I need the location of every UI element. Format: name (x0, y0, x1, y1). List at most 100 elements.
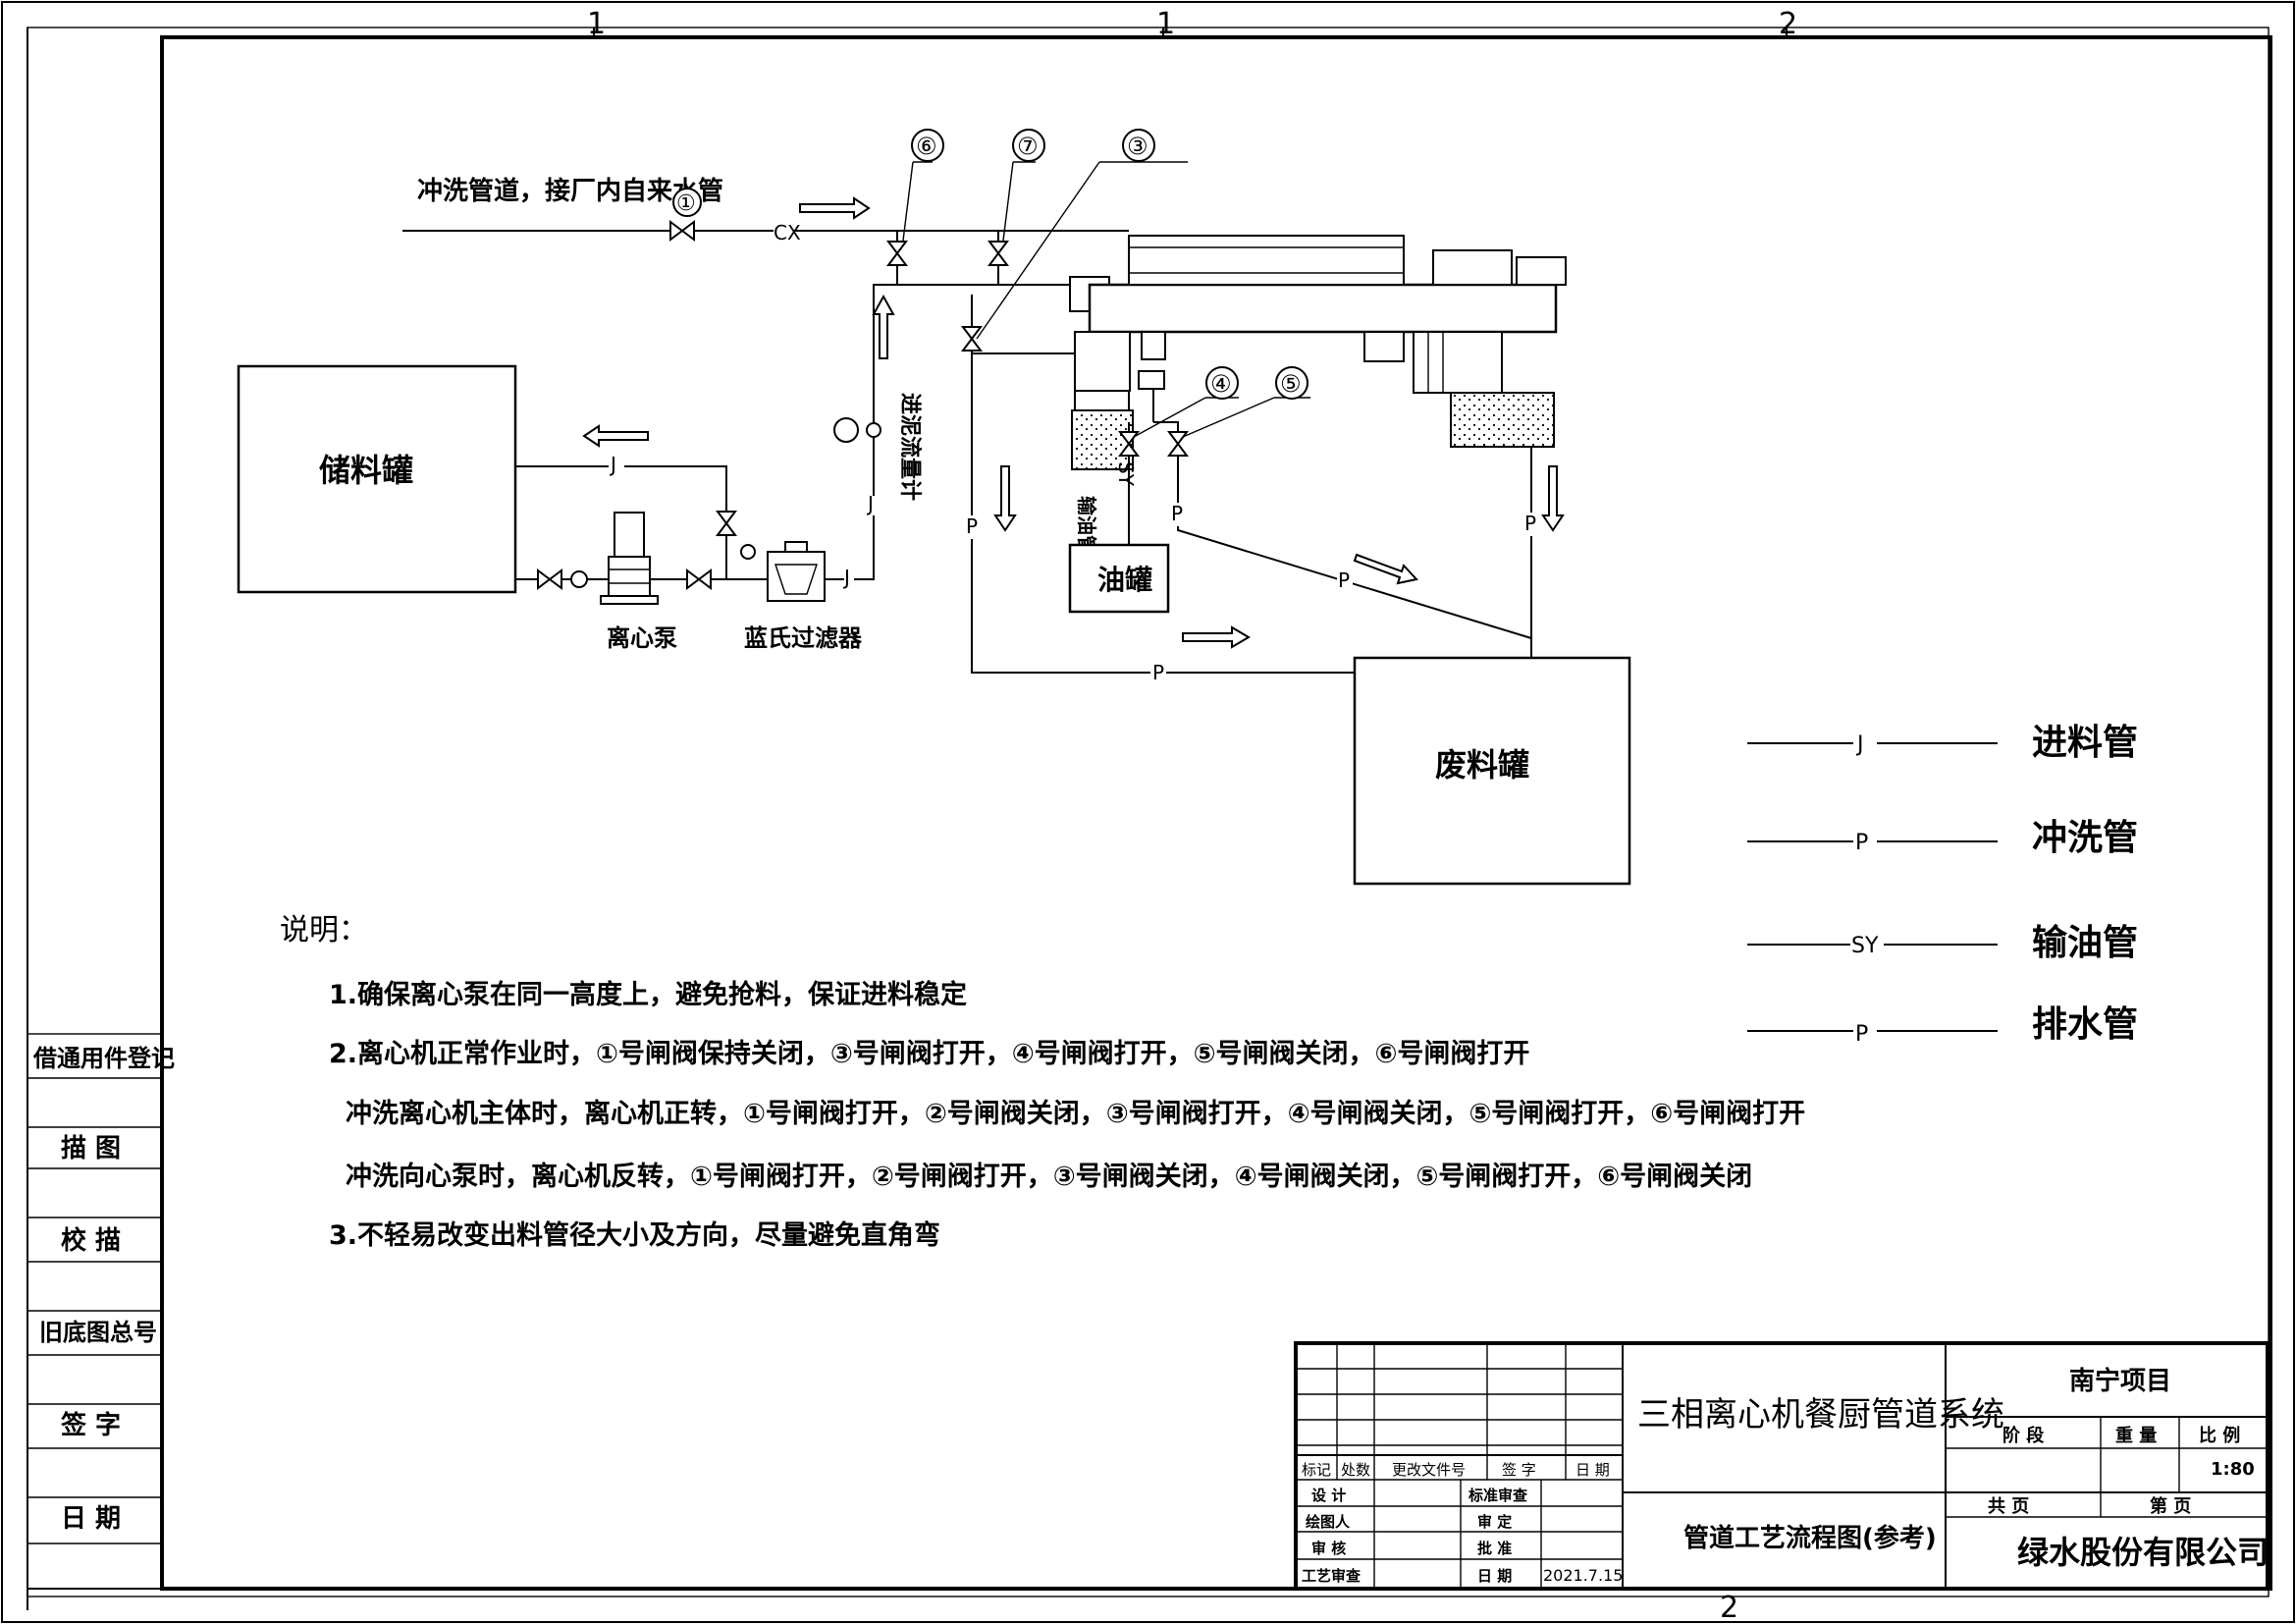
title-right-cells: 南宁项目 阶 段 重 量 比 例 1:80 共 页 第 页 绿水股份有限公司 (1946, 1366, 2269, 1571)
return-line-code: J (609, 453, 616, 476)
basket-filter-label: 蓝氏过滤器 (744, 624, 863, 652)
role-approve: 审 定 (1477, 1513, 1512, 1531)
filter-line-code: J (842, 566, 850, 589)
rev-header-sign: 签 字 (1502, 1461, 1536, 1479)
bypass-valve-icon (717, 511, 736, 536)
role-drawer: 绘图人 (1306, 1513, 1351, 1531)
legend-code-1: J (1855, 732, 1864, 757)
note-line-2: 2.离心机正常作业时，①号闸阀保持关闭，③号闸阀打开，④号闸阀打开，⑤号闸阀关闭… (329, 1038, 1529, 1069)
valve-1-number: ① (676, 191, 696, 216)
rev-header-count: 处数 (1341, 1461, 1370, 1479)
drawing-subtitle: 管道工艺流程图(参考) (1683, 1523, 1937, 1553)
waste-tank-label: 废料罐 (1435, 746, 1529, 784)
role-design: 设 计 (1311, 1487, 1346, 1504)
valve-tags-top: ⑥ ⑦ ③ (887, 129, 1188, 340)
valve-3-icon (962, 326, 982, 352)
scale-label: 比 例 (2199, 1425, 2240, 1446)
project-name: 南宁项目 (2069, 1366, 2171, 1396)
note-line-3: 冲洗离心机主体时，离心机正转，①号闸阀打开，②号闸阀关闭，③号闸阀打开，④号闸阀… (346, 1098, 1805, 1129)
side-label-old-number: 旧底图总号 (39, 1319, 157, 1346)
drain-down-arrow-2-icon (1541, 465, 1565, 532)
drain-line-code-4: P (1338, 568, 1350, 592)
side-label-tracing: 描 图 (61, 1134, 121, 1164)
zone-mark-top-3: 2 (1779, 7, 1797, 41)
stage-label: 阶 段 (2002, 1425, 2045, 1446)
role-process-review: 工艺审查 (1302, 1567, 1362, 1585)
legend-code-3: SY (1851, 934, 1879, 958)
drain-line-code-5: P (1524, 512, 1536, 535)
waste-tank: 废料罐 (1353, 656, 1631, 886)
drain-line-code-1: P (966, 514, 978, 538)
legend-label-2: 冲洗管 (2032, 818, 2138, 858)
role-date: 日 期 (1477, 1567, 1512, 1585)
rev-header-date: 日 期 (1575, 1461, 1610, 1479)
cx-line-code: CX (774, 221, 801, 244)
flowmeter-label: 进泥流量计 (897, 393, 923, 501)
valve-5-icon (1168, 431, 1188, 457)
zone-mark-top-1: 1 (587, 7, 606, 41)
flush-line-label: 冲洗管道，接厂内自来水管 (417, 176, 723, 206)
valve-7-icon (988, 241, 1008, 266)
valve-3-number: ③ (1127, 133, 1148, 160)
flush-water-main-line: 冲洗管道，接厂内自来水管 CX ① (402, 176, 1129, 244)
note-line-4: 冲洗向心泵时，离心机反转，①号闸阀打开，②号闸阀打开，③号闸阀关闭，④号闸阀关闭… (346, 1161, 1752, 1192)
drawing-title: 三相离心机餐厨管道系统 (1637, 1395, 2004, 1435)
flow-arrow-icon (799, 196, 871, 220)
drain-line-code-3: P (1171, 502, 1183, 525)
role-standard-review: 标准审查 (1468, 1487, 1528, 1504)
return-flow-arrow-icon (582, 424, 649, 448)
title-block: 标记 处数 更改文件号 签 字 日 期 设 计 绘图人 审 核 工艺审查 标准审… (1294, 1341, 2269, 1591)
sheet-count-label: 共 页 (1988, 1496, 2029, 1517)
revision-grid: 标记 处数 更改文件号 签 字 日 期 设 计 绘图人 审 核 工艺审查 标准审… (1296, 1343, 1947, 1589)
drain-line-code-2: P (1152, 661, 1164, 684)
side-label-register: 借通用件登记 (32, 1045, 175, 1072)
storage-tank-label: 储料罐 (319, 452, 413, 489)
oil-tank-label: 油罐 (1097, 564, 1152, 596)
legend-label-1: 进料管 (2032, 723, 2138, 763)
process-flow-diagram: 冲洗管道，接厂内自来水管 CX ① ⑥ ⑦ ③ (237, 129, 1631, 886)
valve-7-number: ⑦ (1017, 133, 1039, 160)
valve-6-number: ⑥ (916, 133, 937, 160)
note-line-5: 3.不轻易改变出料管径大小及方向，尽量避免直角弯 (329, 1219, 940, 1251)
legend-code-4: P (1855, 1022, 1868, 1047)
drain-down-arrow-icon (993, 465, 1017, 532)
note-line-1: 1.确保离心泵在同一高度上，避免抢料，保证进料稳定 (329, 979, 967, 1010)
drain-lines: P P P P P (964, 353, 1565, 684)
zone-mark-top-2: 1 (1156, 7, 1175, 41)
centrifugal-pump-label: 离心泵 (607, 624, 677, 652)
title-date: 2021.7.15 (1543, 1566, 1623, 1585)
valve-5-number: ⑤ (1280, 370, 1302, 398)
drain-diagonal-arrow-icon (1353, 553, 1418, 585)
rev-header-mark: 标记 (1302, 1461, 1331, 1479)
pump-outlet-valve-icon (686, 569, 712, 589)
legend-label-3: 输油管 (2032, 923, 2138, 963)
valve-6-icon (887, 241, 907, 266)
pipe-legend: J 进料管 P 冲洗管 SY 输油管 P 排水管 (1747, 723, 2138, 1047)
role-review: 审 核 (1311, 1540, 1346, 1557)
scale-value: 1:80 (2211, 1459, 2255, 1480)
rev-header-doc: 更改文件号 (1392, 1461, 1466, 1479)
drain-right-arrow-icon (1182, 625, 1251, 649)
notes-title: 说明： (280, 913, 368, 947)
side-registration-strip: 借通用件登记 描 图 校 描 旧底图总号 签 字 日 期 (27, 1033, 175, 1590)
valve-4-number: ④ (1210, 370, 1232, 398)
storage-tank: 储料罐 (237, 364, 517, 594)
page-number-label: 第 页 (2150, 1495, 2191, 1517)
pump-inlet-valve-icon (537, 569, 562, 589)
basket-filter: 蓝氏过滤器 J (744, 541, 874, 652)
valve-1-icon (669, 221, 695, 241)
sy-line-code: SY (1114, 461, 1138, 487)
side-label-date: 日 期 (61, 1504, 121, 1534)
zone-mark-bottom: 2 (1720, 1591, 1738, 1624)
role-ratify: 批 准 (1477, 1540, 1512, 1557)
feed-line-code: J (866, 492, 874, 515)
feed-flow-arrow-icon (872, 294, 895, 359)
decanter-centrifuge: ④ ⑤ (962, 235, 1567, 511)
centrifugal-pump: 离心泵 (600, 512, 677, 652)
side-label-signature: 签 字 (61, 1410, 121, 1440)
oil-transfer-section: SY 输油管 油罐 (1068, 461, 1170, 614)
side-label-check: 校 描 (61, 1225, 121, 1256)
company-name: 绿水股份有限公司 (2017, 1534, 2269, 1571)
legend-code-2: P (1855, 831, 1868, 855)
